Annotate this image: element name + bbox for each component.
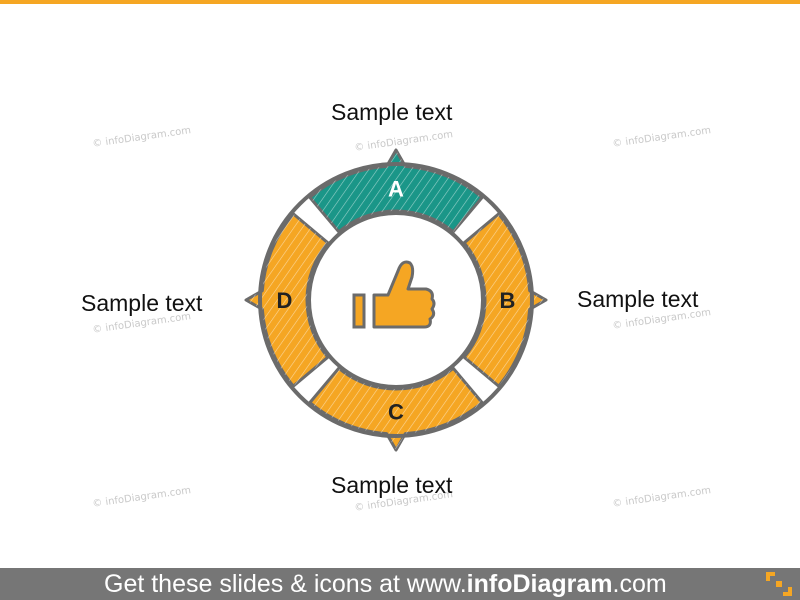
- footer-text: Get these slides & icons at www.infoDiag…: [104, 568, 667, 600]
- segment-letter-b: B: [500, 288, 516, 313]
- label-bottom: Sample text: [331, 472, 453, 498]
- footer-suffix: .com: [612, 570, 667, 598]
- segment-d-hatch: [246, 213, 328, 387]
- thumbs-up-icon: [352, 260, 436, 329]
- footer-banner: Get these slides & icons at www.infoDiag…: [0, 568, 800, 600]
- segment-letter-c: C: [388, 400, 404, 425]
- label-top: Sample text: [331, 99, 453, 125]
- label-right: Sample text: [577, 286, 699, 312]
- label-left: Sample text: [81, 290, 203, 316]
- infodiagram-logo-icon: [766, 572, 792, 596]
- footer-prefix: Get these slides & icons at www.: [104, 570, 467, 598]
- top-accent-rule: [0, 0, 800, 4]
- ring-outer-outline: [258, 162, 534, 438]
- segment-letter-a: A: [388, 177, 404, 202]
- segment-b-hatch: [464, 213, 546, 387]
- footer-brand: infoDiagram: [466, 570, 613, 598]
- segment-letter-d: D: [277, 288, 293, 313]
- segment-c-hatch: [309, 368, 483, 450]
- segment-a-hatch: [309, 150, 483, 232]
